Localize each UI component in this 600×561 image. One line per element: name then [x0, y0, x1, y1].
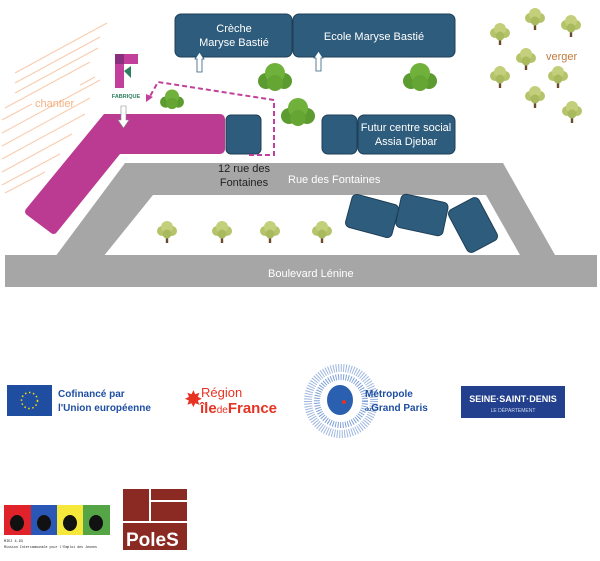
- seine-saint-denis-logo: SEINE·SAINT·DENIS LE DÉPARTEMENT: [461, 386, 565, 418]
- eu-line1: Cofinancé par: [58, 389, 125, 400]
- region-line1: Région: [201, 385, 242, 400]
- boulevard-lenine-label: Boulevard Lénine: [268, 268, 354, 280]
- fabrique-building[interactable]: [25, 114, 225, 234]
- residential-building[interactable]: [395, 193, 449, 237]
- bush-icon: [258, 63, 292, 91]
- fabrique-logo: FABRIQUE: [112, 54, 141, 100]
- bush-icon: [281, 98, 315, 126]
- centre-social-annex[interactable]: [321, 114, 358, 155]
- tree-icon: [516, 48, 536, 70]
- futur-centre-social-assia-djebar[interactable]: [357, 114, 456, 155]
- centre-line2: Assia Djebar: [375, 136, 438, 148]
- verger-orchard: [490, 8, 582, 123]
- creche-maryse-bastie[interactable]: [174, 13, 293, 58]
- road-network: [5, 163, 597, 287]
- metropole-line2: Grand Paris: [371, 403, 428, 414]
- fabrique-logo-text: FABRIQUE: [112, 94, 141, 100]
- region-france: France: [228, 400, 277, 417]
- tree-icon: [312, 221, 332, 243]
- miej-logo: MIEJ 4-93 Mission Intercommunale pour l'…: [4, 505, 110, 549]
- route-arrowhead-icon: [146, 94, 153, 102]
- residential-building[interactable]: [447, 196, 500, 254]
- verger-label: verger: [546, 51, 578, 63]
- poles-logo: PoleS: [123, 489, 187, 551]
- tree-icon: [561, 15, 581, 37]
- tree-icon: [490, 66, 510, 88]
- ecole-maryse-bastie[interactable]: [292, 13, 456, 58]
- chantier-hatching: [1, 22, 108, 194]
- eu-line2: l'Union européenne: [58, 403, 151, 414]
- region-de: de: [217, 405, 229, 416]
- miej-line2: Mission Intercommunale pour l'Emploi des…: [4, 545, 97, 549]
- dashed-route: [148, 80, 275, 156]
- ssd-line2: LE DÉPARTEMENT: [491, 407, 536, 414]
- hand-icons: [10, 515, 103, 531]
- ecole-label: Ecole Maryse Bastié: [324, 31, 424, 43]
- svg-text:îledeFrance: îledeFrance: [199, 400, 277, 417]
- miej-line1: MIEJ 4-93: [4, 540, 23, 544]
- tree-icon: [525, 86, 545, 108]
- tree-icon: [490, 23, 510, 45]
- poles-text: PoleS: [126, 530, 179, 551]
- chantier-label: chantier: [35, 98, 74, 110]
- rue-des-fontaines-label: Rue des Fontaines: [288, 174, 381, 186]
- tree-icon: [548, 66, 568, 88]
- bush-icon: [160, 89, 184, 110]
- eu-logo: Cofinancé par l'Union européenne: [7, 385, 151, 416]
- centre-line1: Futur centre social: [361, 122, 451, 134]
- star-icon: ✸: [184, 389, 202, 411]
- boulevard-lenine: [5, 255, 597, 287]
- region-ile: île: [199, 400, 217, 417]
- creche-line2: Maryse Bastié: [199, 37, 269, 49]
- address-line1: 12 rue des: [218, 163, 270, 175]
- tree-icon: [562, 101, 582, 123]
- creche-line1: Crèche: [216, 23, 251, 35]
- tree-icon: [525, 8, 545, 30]
- creche-entrance-arrow-icon: [194, 51, 205, 73]
- ssd-line1: SEINE·SAINT·DENIS: [469, 394, 557, 404]
- tree-icon: [157, 221, 177, 243]
- address-line2: Fontaines: [220, 177, 269, 189]
- region-ile-de-france-logo: ✸ Région îledeFrance: [184, 385, 277, 417]
- tree-icon: [260, 221, 280, 243]
- tree-icon: [212, 221, 232, 243]
- building-12-rue-des-fontaines[interactable]: [225, 114, 262, 155]
- bush-icon: [403, 63, 437, 91]
- residential-building[interactable]: [344, 193, 399, 239]
- ecole-entrance-arrow-icon: [313, 50, 324, 72]
- entrance-arrow-icon: [117, 105, 130, 129]
- metropole-grand-paris-logo: Métropole duGrand Paris: [304, 364, 428, 438]
- metropole-du: du: [365, 407, 371, 413]
- metropole-line1: Métropole: [365, 389, 413, 400]
- svg-text:duGrand Paris: duGrand Paris: [365, 403, 428, 414]
